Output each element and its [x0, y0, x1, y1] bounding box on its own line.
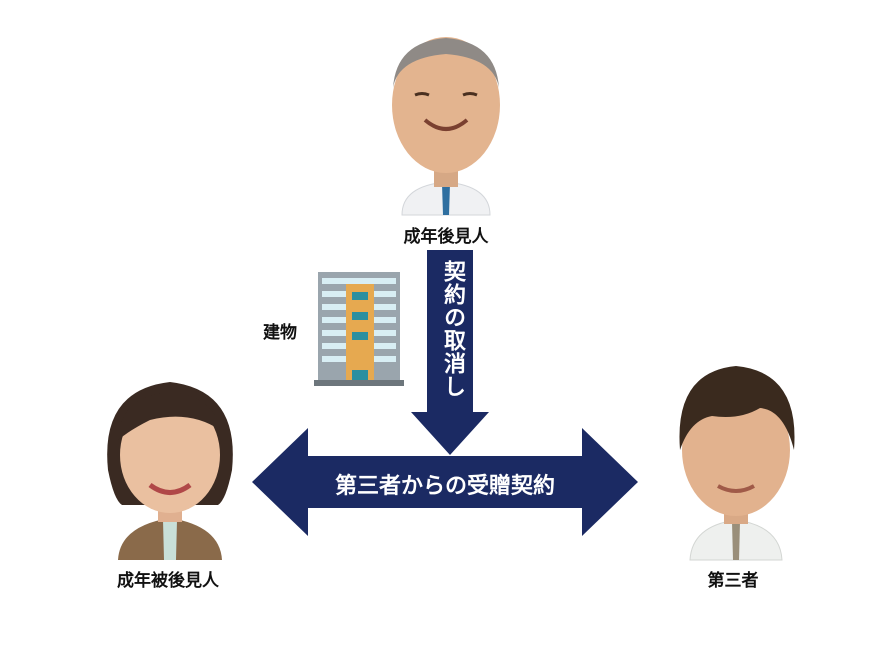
third-party-label: 第三者: [707, 571, 759, 591]
building-icon: [314, 272, 404, 386]
guardian-label: 成年後見人: [403, 227, 489, 247]
ward-avatar: [107, 382, 233, 560]
guardian-avatar: [392, 37, 500, 216]
gift-contract-arrow: [252, 428, 638, 536]
gift-contract-arrow-text: 第三者からの受贈契約: [334, 474, 556, 499]
third-party-avatar: [679, 366, 795, 561]
cancel-arrow: [411, 250, 489, 455]
cancel-arrow-text: 契約の取消し: [440, 260, 465, 398]
ward-label: 成年被後見人: [117, 571, 219, 591]
building-label: 建物: [263, 323, 297, 343]
